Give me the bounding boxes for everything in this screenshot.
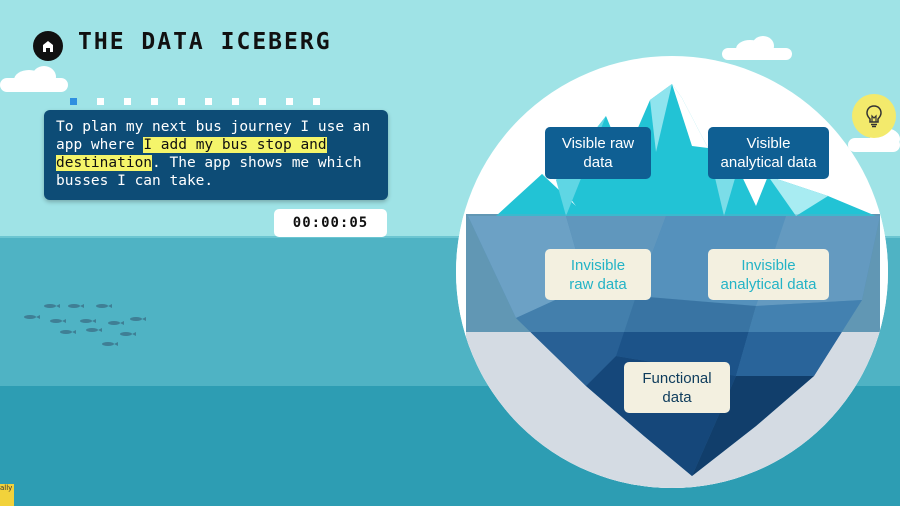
corner-badge[interactable]: ally (0, 484, 14, 506)
home-button[interactable] (33, 31, 63, 61)
page-title: THE DATA ICEBERG (78, 29, 332, 55)
statement-text-start: To plan my next bus journey I use an app… (56, 119, 371, 153)
statement-text-end: . The app shows me which busses I can ta… (56, 155, 362, 189)
progress-dot (232, 98, 239, 105)
label-visible-analytical-data[interactable]: Visible analytical data (708, 127, 829, 179)
home-icon (43, 41, 53, 52)
hint-button[interactable] (852, 94, 896, 138)
progress-indicator (70, 98, 320, 105)
timer: 00:00:05 (274, 209, 387, 237)
statement-card[interactable]: To plan my next bus journey I use an app… (44, 110, 388, 200)
label-invisible-analytical-data[interactable]: Invisible analytical data (708, 249, 829, 300)
horizon-line (0, 236, 900, 238)
progress-dot-current (70, 98, 77, 105)
label-invisible-raw-data-text: Invisible raw data (569, 256, 627, 293)
progress-dot (97, 98, 104, 105)
label-invisible-raw-data[interactable]: Invisible raw data (545, 249, 651, 300)
progress-dot (259, 98, 266, 105)
progress-dot (286, 98, 293, 105)
progress-dot (313, 98, 320, 105)
progress-dot (151, 98, 158, 105)
label-functional-data-text: Functional data (642, 369, 712, 406)
progress-dot (205, 98, 212, 105)
label-visible-raw-data[interactable]: Visible raw data (545, 127, 651, 179)
label-visible-analytical-data-text: Visible analytical data (720, 135, 817, 171)
lightbulb-icon (866, 105, 882, 128)
fish-school (24, 304, 146, 346)
label-invisible-analytical-data-text: Invisible analytical data (720, 256, 817, 293)
progress-dot (178, 98, 185, 105)
label-visible-raw-data-text: Visible raw data (561, 135, 635, 171)
label-functional-data[interactable]: Functional data (624, 362, 730, 413)
corner-badge-text: ally (0, 484, 13, 492)
progress-dot (124, 98, 131, 105)
